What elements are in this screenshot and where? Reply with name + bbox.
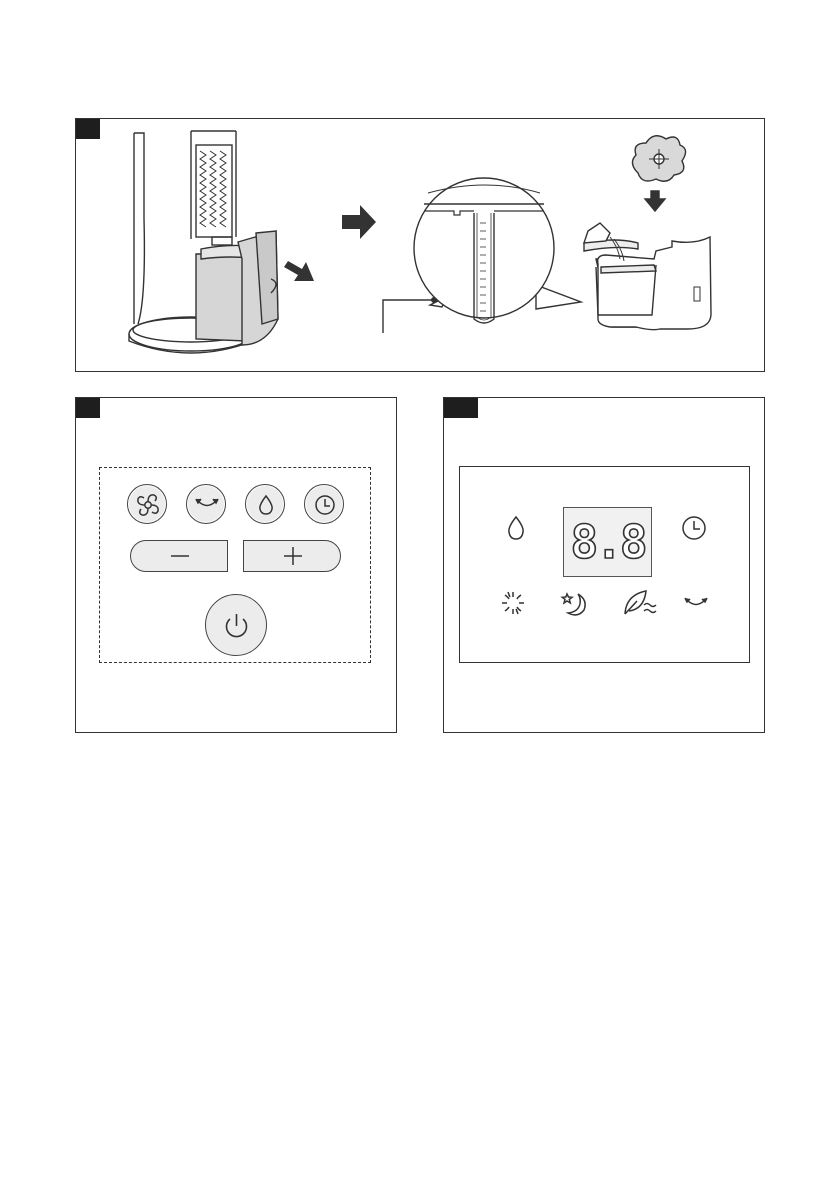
display-panel-figure: 8.8 — [443, 397, 765, 733]
control-panel-figure — [75, 397, 397, 733]
fan-mode-button[interactable] — [127, 484, 167, 524]
tank-refill-figure — [75, 118, 765, 372]
pull-out-arrow-icon — [284, 261, 314, 281]
water-tank-drawing — [196, 231, 278, 345]
figure-tag — [76, 398, 100, 418]
humidify-button[interactable] — [245, 484, 285, 524]
oscillation-arrow-icon — [681, 591, 711, 615]
water-level-gauge-drawing — [383, 178, 581, 333]
increase-button[interactable] — [243, 540, 341, 572]
moon-star-icon — [558, 586, 592, 620]
water-drop-icon — [504, 514, 528, 544]
tank-refill-illustration — [76, 119, 766, 373]
segment-readout: 8.8 — [563, 507, 652, 577]
water-filling-drawing — [584, 136, 711, 330]
next-step-arrow-icon — [342, 205, 376, 239]
display-screen: 8.8 — [459, 466, 750, 663]
plus-icon — [244, 541, 342, 573]
figure-tag — [444, 398, 478, 418]
clock-icon — [305, 485, 345, 525]
control-buttons-group — [99, 467, 371, 663]
water-drop-icon — [246, 485, 286, 525]
clock-icon — [679, 513, 709, 543]
minus-icon — [131, 541, 229, 573]
oscillation-button[interactable] — [186, 484, 226, 524]
timer-button[interactable] — [304, 484, 344, 524]
leaf-wave-icon — [620, 587, 660, 621]
wind-swirl-icon — [498, 588, 528, 618]
power-button[interactable] — [205, 594, 267, 656]
oscillation-arrow-icon — [187, 485, 227, 525]
decrease-button[interactable] — [130, 540, 228, 572]
readout-digits: 8.8 — [564, 508, 651, 576]
fan-swirl-icon — [128, 485, 168, 525]
power-icon — [206, 595, 268, 657]
